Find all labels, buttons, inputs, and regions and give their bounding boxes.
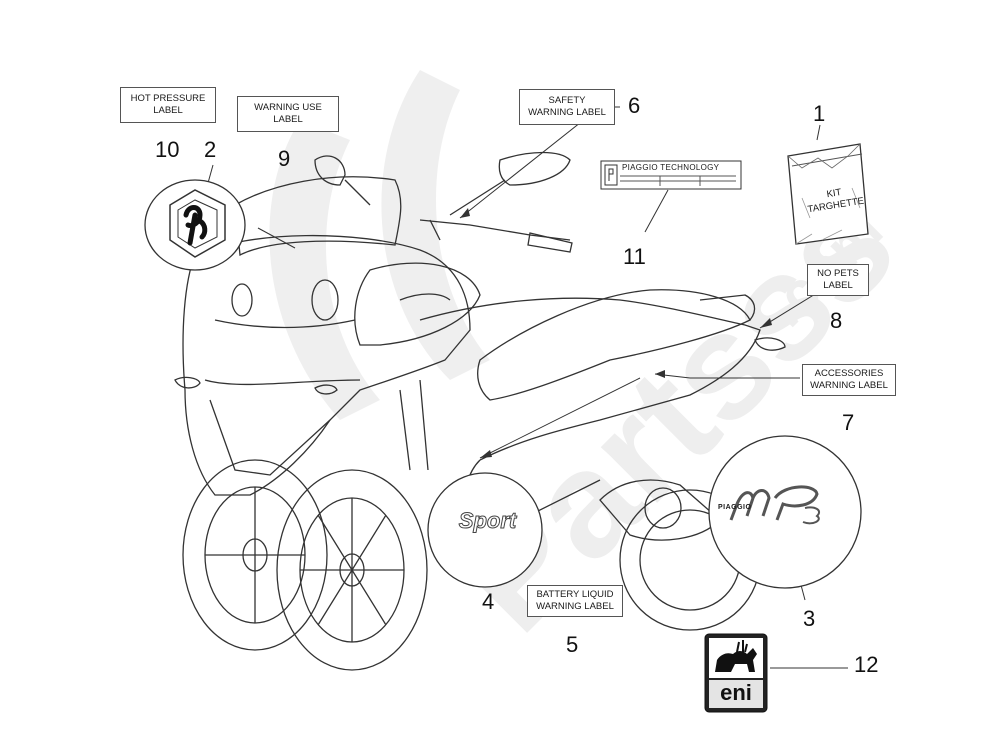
battery-liquid-line1: BATTERY LIQUID bbox=[536, 589, 614, 600]
sport-badge-text: Sport bbox=[458, 508, 517, 534]
callout-number-11: 11 bbox=[623, 244, 646, 269]
emblem-part bbox=[144, 179, 246, 271]
no-pets-label: NO PETS LABEL bbox=[807, 264, 869, 296]
mp3-badge bbox=[708, 435, 862, 589]
hot-pressure-line2: LABEL bbox=[153, 105, 183, 116]
safety-warning-line2: WARNING LABEL bbox=[528, 107, 606, 118]
accessories-warning-line2: WARNING LABEL bbox=[810, 380, 888, 391]
callout-number-4: 4 bbox=[482, 589, 495, 614]
callout-number-10: 10 bbox=[155, 137, 180, 162]
callout-number-8: 8 bbox=[830, 308, 843, 333]
hot-pressure-line1: HOT PRESSURE bbox=[130, 93, 206, 104]
mp3-badge-brand: PIAGGIO bbox=[718, 504, 752, 511]
warning-use-line2: LABEL bbox=[273, 114, 303, 125]
tech-plate-text: PIAGGIO TECHNOLOGY bbox=[622, 163, 720, 172]
battery-liquid-line2: WARNING LABEL bbox=[536, 601, 614, 612]
accessories-warning-line1: ACCESSORIES bbox=[814, 368, 884, 379]
callout-number-12: 12 bbox=[854, 652, 879, 677]
tech-plate bbox=[600, 160, 742, 190]
no-pets-line2: LABEL bbox=[823, 280, 853, 291]
accessories-warning-label: ACCESSORIES WARNING LABEL bbox=[802, 364, 896, 396]
eni-sticker-text: eni bbox=[720, 680, 752, 705]
callout-number-3: 3 bbox=[803, 606, 816, 631]
callout-number-5: 5 bbox=[566, 632, 579, 657]
safety-warning-label: SAFETY WARNING LABEL bbox=[519, 89, 615, 125]
piaggio-logo-icon bbox=[183, 205, 208, 246]
hot-pressure-label: HOT PRESSURE LABEL bbox=[120, 87, 216, 123]
eni-sticker bbox=[704, 633, 768, 713]
warning-use-label: WARNING USE LABEL bbox=[237, 96, 339, 132]
safety-warning-line1: SAFETY bbox=[548, 95, 586, 106]
callout-number-7: 7 bbox=[842, 410, 855, 435]
sport-badge bbox=[427, 472, 543, 588]
no-pets-line1: NO PETS bbox=[817, 268, 859, 279]
kit-bag bbox=[787, 143, 869, 245]
battery-liquid-label: BATTERY LIQUID WARNING LABEL bbox=[527, 585, 623, 617]
callout-number-9: 9 bbox=[278, 146, 291, 171]
callout-number-6: 6 bbox=[628, 93, 641, 118]
callout-number-1: 1 bbox=[813, 101, 826, 126]
warning-use-line1: WARNING USE bbox=[254, 102, 322, 113]
callout-number-2: 2 bbox=[204, 137, 217, 162]
